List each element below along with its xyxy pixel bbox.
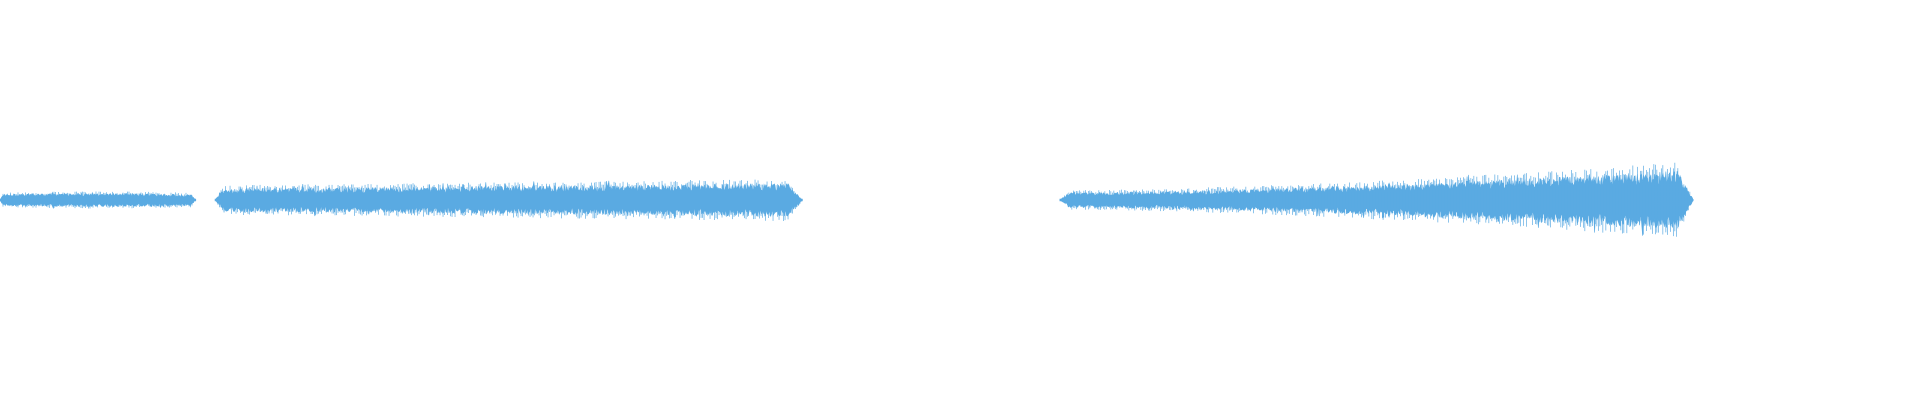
segment-3-samples — [1060, 162, 1694, 237]
segment-1-samples — [1, 191, 196, 209]
waveform-segment-2 — [214, 179, 803, 222]
waveform-segment-3 — [1059, 162, 1694, 237]
waveform-segment-1 — [0, 191, 197, 210]
segment-2-samples — [216, 179, 802, 222]
